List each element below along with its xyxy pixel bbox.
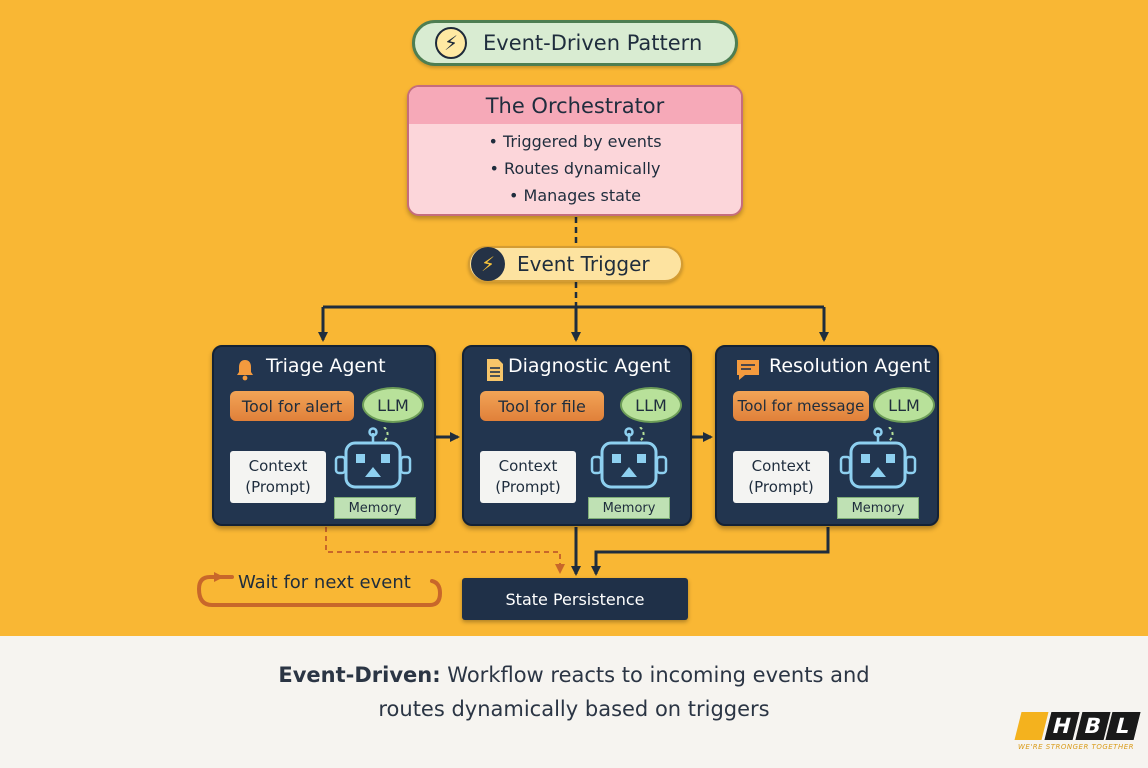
caption-bold: Event-Driven: — [278, 663, 441, 687]
robot-icon — [334, 427, 412, 489]
agent-title: Diagnostic Agent — [508, 355, 671, 377]
pattern-title-pill: ⚡ Event-Driven Pattern — [412, 20, 738, 66]
agent-tool: Tool for message — [733, 391, 869, 421]
llm-bubble: LLM — [362, 387, 424, 423]
context-prompt-box: Context (Prompt) — [480, 451, 576, 503]
logo-letter: L — [1105, 712, 1141, 740]
caption: Event-Driven: Workflow reacts to incomin… — [0, 658, 1148, 726]
orchestrator-bullet: • Manages state — [508, 186, 642, 205]
caption-area — [0, 636, 1148, 768]
robot-icon — [839, 427, 917, 489]
orchestrator-title: The Orchestrator — [409, 87, 741, 124]
connectors — [318, 217, 830, 576]
arrow-resolution-to-state — [591, 527, 830, 576]
agent-title: Resolution Agent — [769, 355, 931, 377]
bell-icon — [232, 357, 258, 383]
loop-arrow-icon — [196, 572, 442, 607]
memory-box: Memory — [334, 497, 416, 519]
llm-bubble: LLM — [873, 387, 935, 423]
orchestrator-bullet: • Routes dynamically — [489, 159, 661, 178]
caption-line1: Workflow reacts to incoming events and — [440, 663, 870, 687]
logo-tagline: WE'RE STRONGER TOGETHER — [1018, 743, 1135, 751]
pattern-title: Event-Driven Pattern — [483, 31, 703, 55]
agent-title: Triage Agent — [266, 355, 386, 377]
wait-label: Wait for next event — [238, 572, 411, 593]
agent-tool: Tool for alert — [230, 391, 354, 421]
logo-letter: H — [1044, 712, 1080, 740]
memory-box: Memory — [837, 497, 919, 519]
agent-tool: Tool for file — [480, 391, 604, 421]
lightning-icon: ⚡ — [435, 27, 467, 59]
hbl-logo: H B L WE'RE STRONGER TOGETHER — [1014, 712, 1141, 756]
orchestrator-box: The Orchestrator • Triggered by events •… — [407, 85, 743, 216]
document-icon — [482, 357, 508, 383]
event-trigger-label: Event Trigger — [517, 252, 650, 276]
state-persistence-box: State Persistence — [462, 578, 688, 620]
memory-box: Memory — [588, 497, 670, 519]
event-trigger-pill: ⚡ Event Trigger — [468, 246, 683, 282]
logo-block — [1014, 712, 1049, 740]
chat-icon — [735, 357, 761, 383]
agent-card-resolution: Resolution Agent Tool for message LLM Co… — [715, 345, 939, 526]
context-prompt-box: Context (Prompt) — [733, 451, 829, 503]
agent-card-triage: Triage Agent Tool for alert LLM Context … — [212, 345, 436, 526]
wait-loop: Wait for next event — [196, 571, 442, 607]
lightning-icon: ⚡ — [471, 247, 505, 281]
caption-line2: routes dynamically based on triggers — [378, 697, 770, 721]
dashed-triage-to-state — [325, 527, 565, 574]
llm-bubble: LLM — [620, 387, 682, 423]
agent-card-diagnostic: Diagnostic Agent Tool for file LLM Conte… — [462, 345, 692, 526]
context-prompt-box: Context (Prompt) — [230, 451, 326, 503]
orchestrator-bullet: • Triggered by events — [488, 132, 662, 151]
logo-letter: B — [1075, 712, 1110, 740]
robot-icon — [590, 427, 668, 489]
